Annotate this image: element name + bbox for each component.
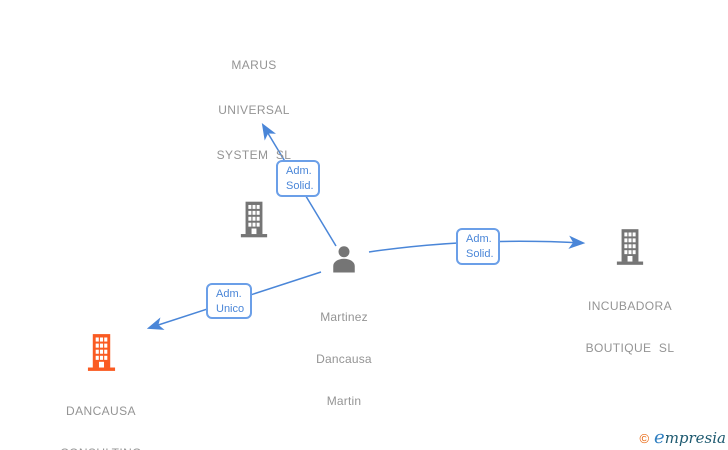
node-incubadora-boutique[interactable]: INCUBADORA BOUTIQUE SL [570, 228, 690, 383]
node-marus-universal-system[interactable]: MARUS UNIVERSAL SYSTEM SL [178, 28, 330, 243]
node-label: INCUBADORA BOUTIQUE SL [585, 299, 675, 355]
edge-label-text: Unico [216, 303, 245, 315]
building-icon [86, 334, 117, 376]
node-martinez-dancausa-martin[interactable]: Martinez Dancausa Martin [294, 244, 394, 436]
node-dancausa-consulting[interactable]: DANCAUSA CONSULTING SL [41, 334, 161, 450]
copyright-symbol: © [639, 431, 650, 446]
edge-label-adm-solid-marus[interactable]: Adm. Solid. [276, 160, 320, 197]
building-icon [239, 201, 269, 243]
edge-label-adm-solid-incubadora[interactable]: Adm. Solid. [456, 228, 500, 265]
node-label: DANCAUSA CONSULTING SL [60, 404, 141, 450]
edge-label-text: Adm. [216, 288, 242, 300]
edge-label-text: Solid. [466, 248, 494, 260]
logo-wordmark: mpresia [664, 429, 726, 447]
edge-label-text: Adm. [466, 233, 492, 245]
node-label: MARUS UNIVERSAL SYSTEM SL [216, 58, 292, 162]
node-label: Martinez Dancausa Martin [316, 310, 372, 408]
edge-label-text: Solid. [286, 180, 314, 192]
logo-letter-e: e [654, 427, 665, 448]
empresia-logo[interactable]: © e mpresia [639, 427, 726, 448]
person-icon [329, 244, 359, 282]
building-icon [615, 228, 645, 271]
edge-label-text: Adm. [286, 165, 312, 177]
edge-label-adm-unico-dancausa[interactable]: Adm. Unico [206, 283, 252, 319]
